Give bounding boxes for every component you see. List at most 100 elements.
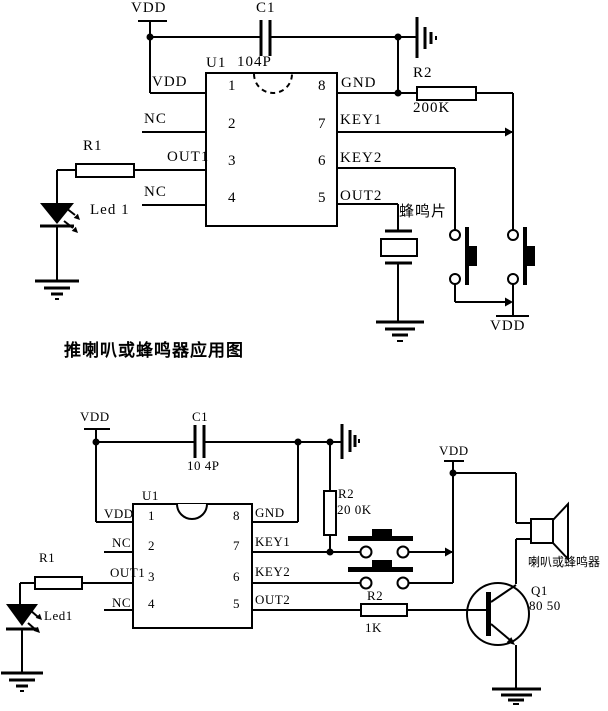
buzzer-label: 蜂鸣片 [399, 204, 448, 220]
transistor-base-bar [486, 592, 491, 636]
key2-button-terminal[interactable] [449, 229, 461, 241]
ic-notch [176, 503, 208, 520]
key2-button-actuator[interactable] [469, 246, 477, 266]
r1-ref-label: R1 [39, 550, 56, 565]
vdd-top-label: VDD [131, 0, 167, 16]
key2-button-bar[interactable] [465, 227, 469, 285]
key1-button-terminal[interactable] [507, 273, 519, 285]
speaker-body [530, 518, 554, 544]
pin-label-nc: NC [144, 111, 167, 127]
vdd-right-label: VDD [439, 443, 469, 458]
key1-button-terminal[interactable] [396, 545, 410, 559]
c1-ref-label: C1 [192, 409, 209, 424]
q1-value-label: 80 50 [529, 598, 561, 613]
bottom-wires [19, 428, 531, 689]
pin-number: 1 [228, 78, 236, 94]
junction-arrow [505, 297, 513, 307]
r2-ref-label: R2 [338, 486, 355, 501]
key2-button-terminal[interactable] [449, 273, 461, 285]
resistor-r1 [34, 576, 83, 590]
pin-label-vdd: VDD [104, 506, 134, 521]
led-triangle [40, 203, 74, 224]
pin-label-key1: KEY1 [340, 112, 383, 128]
r2-value-label: 20 0K [337, 502, 372, 517]
transistor-emitter-arrow [506, 637, 515, 645]
pin-label-out1: OUT1 [167, 149, 210, 165]
vdd-left-label: VDD [80, 409, 110, 424]
buzzer-body [380, 238, 418, 257]
pin-label-out2: OUT2 [255, 592, 291, 607]
c1-ref-label: C1 [256, 0, 276, 16]
pin-number: 2 [228, 116, 236, 132]
key1-button-bar[interactable] [523, 227, 527, 285]
u1-ref-label: U1 [142, 488, 159, 503]
junction-dot [449, 469, 457, 477]
pin-number: 3 [228, 153, 236, 169]
top-circuit [35, 17, 535, 342]
pin-label-key2: KEY2 [255, 564, 291, 579]
pin-number: 4 [148, 596, 155, 611]
junction-arrow [505, 127, 513, 137]
pin-number: 8 [233, 508, 240, 523]
key1-button-actuator[interactable] [527, 246, 535, 266]
pin-label-gnd: GND [255, 505, 285, 520]
speaker-horn [552, 501, 569, 562]
resistor-base [360, 603, 408, 617]
pin-number: 1 [148, 508, 155, 523]
rb-value-label: 1K [365, 620, 382, 635]
key1-button-terminal[interactable] [359, 545, 373, 559]
transistor-circle [466, 582, 530, 646]
pin-number: 5 [318, 190, 326, 206]
pin-number: 7 [318, 116, 326, 132]
pin-number: 2 [148, 538, 155, 553]
key2-button-terminal[interactable] [396, 576, 410, 590]
key1-button-bar[interactable] [348, 536, 413, 541]
pin-number: 6 [318, 153, 326, 169]
junction-dot [326, 438, 334, 446]
pin-label-key1: KEY1 [255, 534, 291, 549]
junction-dot [92, 438, 100, 446]
r2-value-label: 200K [413, 100, 451, 116]
key1-button-terminal[interactable] [507, 229, 519, 241]
led-light-arrows [27, 609, 39, 631]
pin-number: 6 [233, 569, 240, 584]
r2-ref-label: R2 [413, 65, 433, 81]
speaker-label: 喇叭或蜂鸣器 [528, 555, 601, 569]
pin-label-nc: NC [144, 184, 167, 200]
bottom-thick-strokes [1, 424, 541, 702]
pin-number: 8 [318, 78, 326, 94]
resistor-r2 [416, 86, 477, 101]
resistor-r2-vertical [323, 490, 337, 536]
key1-button-actuator[interactable] [372, 529, 392, 536]
u1-ref-label: U1 [206, 55, 227, 71]
led-ref-label: Led1 [44, 608, 73, 623]
q1-ref-label: Q1 [531, 583, 548, 598]
led-triangle [6, 604, 38, 626]
led-arrowhead [73, 213, 80, 220]
c1-value-label: 10 4P [187, 458, 220, 473]
c1-value-label: 104P [237, 54, 272, 70]
ic-notch [253, 73, 293, 94]
pin-label-gnd: GND [341, 75, 377, 91]
led-arrowhead [35, 613, 42, 620]
pin-number: 5 [233, 596, 240, 611]
bottom-circuit [1, 424, 569, 705]
bottom-small-strokes [20, 439, 519, 705]
led-arrowhead [71, 226, 78, 233]
junction-dot [326, 548, 334, 556]
vdd-buttons-label: VDD [490, 318, 526, 334]
pin-label-nc: NC [112, 595, 132, 610]
pin-label-vdd: VDD [152, 74, 188, 90]
junction-dot [394, 89, 402, 97]
rb-ref-label: R2 [367, 588, 384, 603]
junction-dot [294, 438, 302, 446]
key2-button-actuator[interactable] [372, 560, 392, 567]
junction-dot [146, 33, 154, 41]
key2-button-terminal[interactable] [359, 576, 373, 590]
pin-label-key2: KEY2 [340, 150, 383, 166]
key2-button-bar[interactable] [348, 567, 413, 572]
r1-ref-label: R1 [83, 138, 103, 154]
pin-label-out1: OUT1 [110, 565, 146, 580]
